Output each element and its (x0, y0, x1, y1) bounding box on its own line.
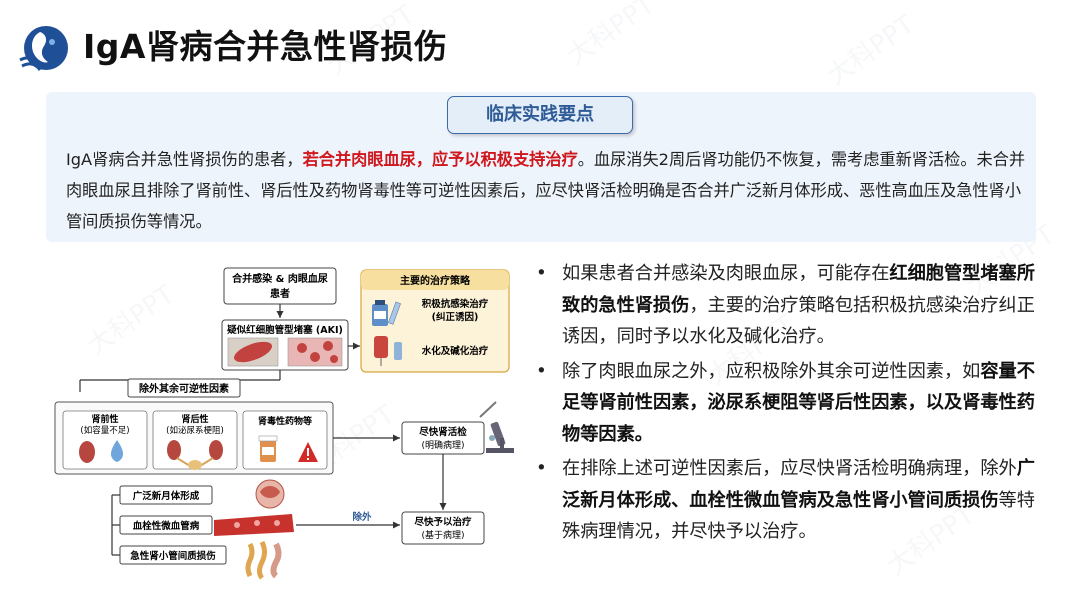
pill-bottle-icon (259, 436, 277, 462)
postrenal-label-2: (如泌尿系梗阻) (166, 425, 224, 436)
page-title: IgA肾病合并急性肾损伤 (83, 20, 447, 68)
blood-vessel-icon (214, 514, 294, 536)
exclude2-label: 除外 (352, 511, 372, 523)
exclude-label: 除外其余可逆性因素 (139, 382, 229, 395)
kidney-icon (79, 441, 95, 463)
bullet-dot-icon: • (536, 356, 547, 388)
treat-label-1: 尽快予以治疗 (414, 516, 472, 528)
bullet-item: •除了肉眼血尿之外，应积极除外其余可逆性因素，如容量不足等肾前性因素，泌尿系梗阻… (532, 356, 1042, 451)
start-label-2: 患者 (270, 287, 290, 300)
prerenal-label-1: 肾前性 (91, 413, 118, 425)
treat-label-2: (基于病理) (421, 529, 464, 541)
tma-label: 血栓性微血管病 (133, 520, 200, 532)
start-label-1: 合并感染 & 肉眼血尿 (231, 272, 328, 285)
bullet-text: 在排除上述可逆性因素后，应尽快肾活检明确病理，除外 (562, 458, 1017, 479)
prerenal-label-2: (如容量不足) (80, 425, 129, 436)
aki-label: 疑似红细胞管型堵塞 (AKI) (227, 324, 343, 336)
bullet-item: •在排除上述可逆性因素后，应尽快肾活检明确病理，除外广泛新月体形成、血栓性微血管… (532, 453, 1042, 548)
glomerulus-icon (256, 480, 284, 508)
panel-text: IgA肾病合并急性肾损伤的患者，若合并肉眼血尿，应予以积极支持治疗。血尿消失2周… (66, 144, 1026, 237)
bullet-text: 除了肉眼血尿之外，应积极除外其余可逆性因素，如 (562, 361, 980, 382)
crescent-label: 广泛新月体形成 (133, 490, 200, 502)
panel-heading: 临床实践要点 (447, 96, 633, 134)
bullet-dot-icon: • (536, 258, 547, 290)
kidney-logo-icon (18, 22, 68, 74)
postrenal-label-1: 肾后性 (181, 413, 208, 425)
treatment-flow-diagram: 合并感染 & 肉眼血尿 患者 疑似红细胞管型堵塞 (AKI) 主要的治疗策略 积… (52, 262, 522, 584)
panel-text-pre: IgA肾病合并急性肾损伤的患者， (66, 150, 303, 169)
bullet-list: •如果患者合并感染及肉眼血尿，可能存在红细胞管型堵塞所致的急性肾损伤，主要的治疗… (532, 258, 1042, 551)
bullet-item: •如果患者合并感染及肉眼血尿，可能存在红细胞管型堵塞所致的急性肾损伤，主要的治疗… (532, 258, 1042, 353)
drug-label: 肾毒性药物等 (258, 415, 312, 427)
biopsy-label-1: 尽快肾活检 (419, 426, 467, 438)
panel-text-highlight: 若合并肉眼血尿，应予以积极支持治疗 (303, 150, 578, 169)
tubule-icon (248, 542, 279, 578)
bullet-text: 如果患者合并感染及肉眼血尿，可能存在 (562, 263, 889, 284)
bullet-dot-icon: • (536, 453, 547, 485)
atin-label: 急性肾小管间质损伤 (130, 550, 216, 562)
strategy2-label: 水化及碱化治疗 (422, 345, 489, 357)
strategy1-label-1: 积极抗感染治疗 (422, 298, 489, 310)
microscope-icon (486, 421, 514, 453)
strategy-title: 主要的治疗策略 (400, 274, 471, 287)
biopsy-label-2: (明确病理) (421, 439, 464, 451)
needle-icon (480, 402, 496, 417)
strategy1-label-2: (纠正诱因) (432, 311, 479, 323)
